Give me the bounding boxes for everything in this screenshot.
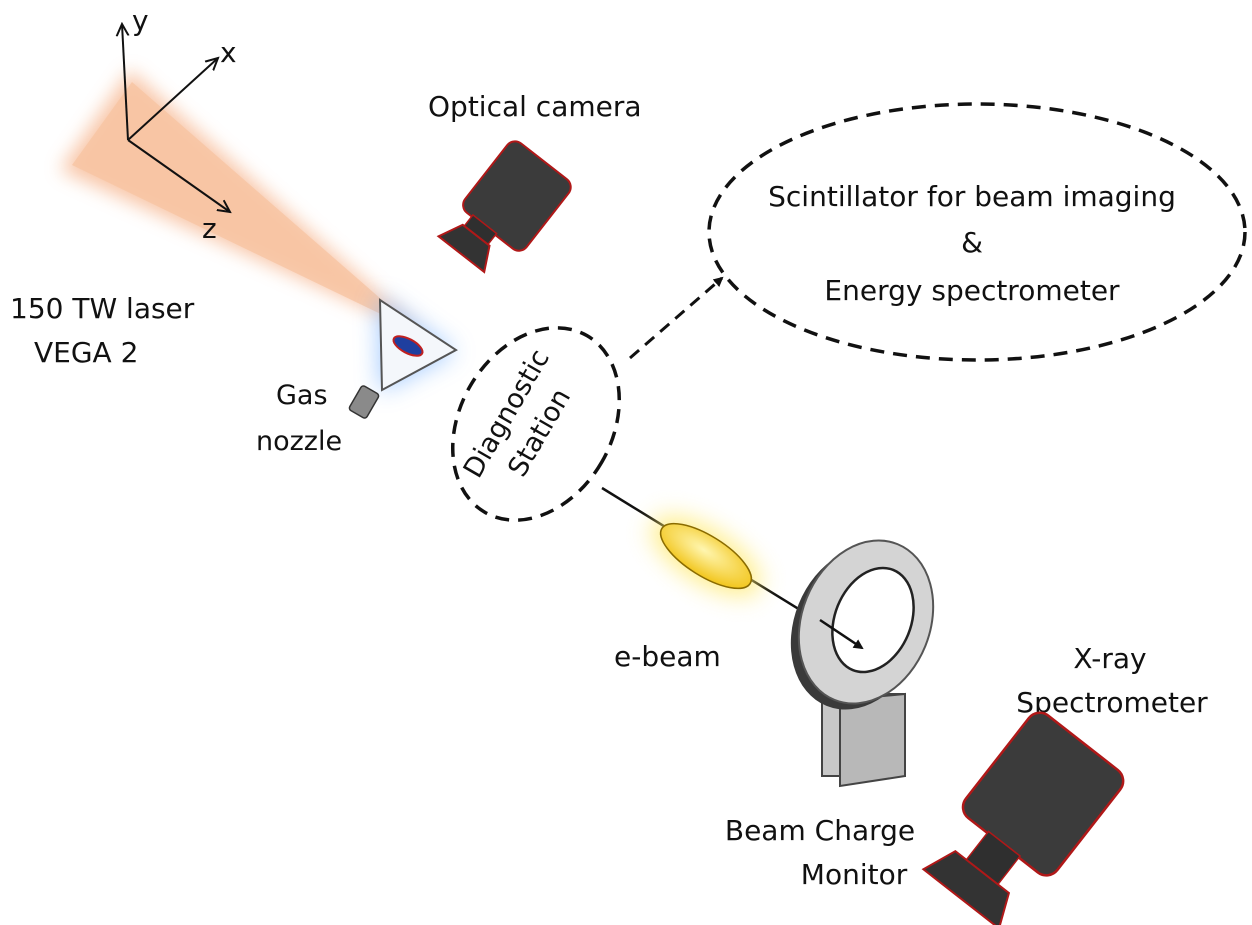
diagnostic-to-scintillator-arrow — [629, 276, 724, 360]
scintillator-label-line1: Scintillator for beam imaging — [768, 180, 1176, 213]
electron-bunch — [651, 516, 761, 596]
xray-spectrometer-icon — [921, 711, 1125, 925]
beam-charge-monitor-label-line2: Monitor — [801, 858, 908, 891]
axis-x-label: x — [220, 36, 237, 69]
gas-nozzle-icon — [348, 385, 380, 419]
diagnostic-station-ellipse — [450, 326, 622, 522]
xray-label-line2: Spectrometer — [1016, 686, 1208, 719]
ebeam-label: e-beam — [614, 640, 721, 673]
beam-charge-monitor-label-line1: Beam Charge — [725, 814, 915, 847]
scintillator-label-line2: & — [961, 226, 983, 259]
laser-label-line1: 150 TW laser — [10, 292, 195, 325]
scintillator-ellipse — [707, 102, 1247, 362]
laser-label-line2: VEGA 2 — [34, 336, 138, 369]
xray-label-line1: X-ray — [1073, 642, 1146, 675]
gas-nozzle-label-line1: Gas — [276, 380, 328, 411]
beam-charge-monitor-icon — [790, 539, 935, 788]
optical-camera-label: Optical camera — [428, 90, 642, 123]
gas-nozzle-label-line2: nozzle — [256, 426, 342, 457]
optical-camera-icon — [436, 140, 572, 274]
scintillator-label-line3: Energy spectrometer — [824, 274, 1120, 307]
axis-y-label: y — [132, 4, 149, 37]
ebeam-through-monitor — [819, 618, 864, 650]
coordinate-axes — [122, 24, 230, 212]
gas-target — [378, 295, 458, 392]
axis-z-label: z — [202, 212, 217, 245]
laser-beam — [60, 70, 425, 335]
